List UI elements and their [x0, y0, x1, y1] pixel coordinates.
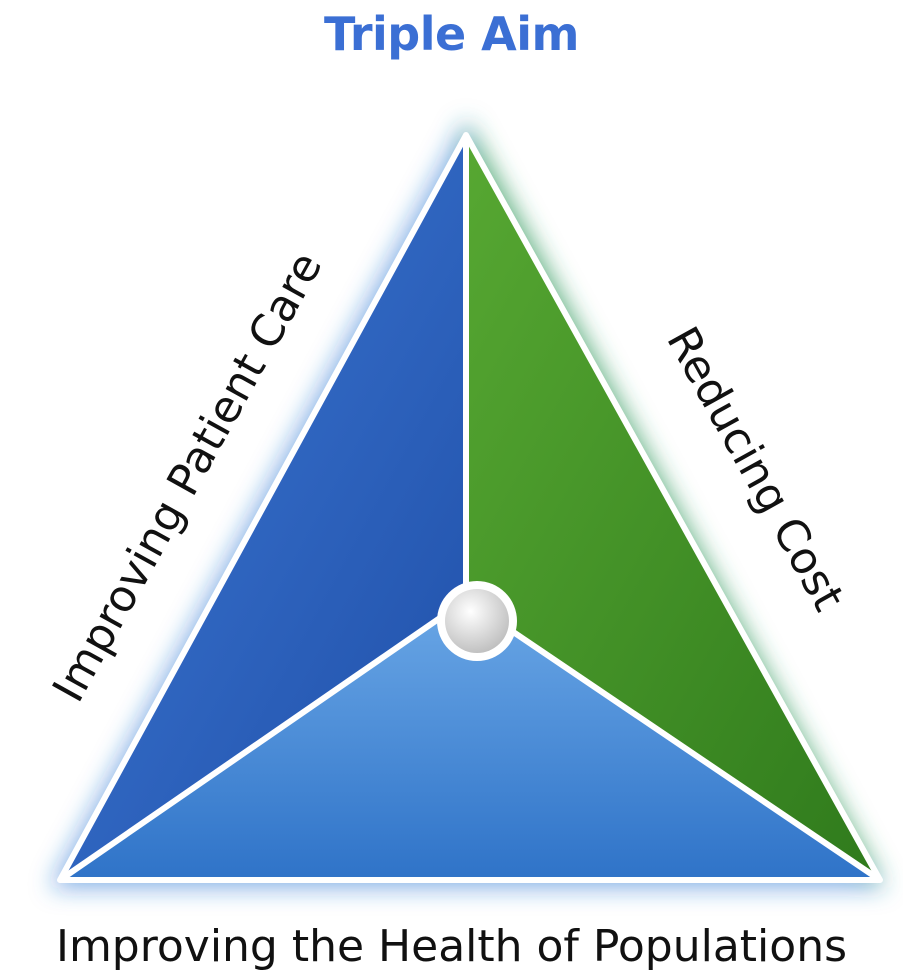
center-circle-inner	[445, 589, 509, 653]
segment-population-health	[60, 600, 880, 880]
triangle-outline	[57, 132, 883, 883]
divider-right	[464, 597, 882, 883]
label-improving-health-populations: Improving the Health of Populations	[55, 921, 848, 972]
page-title: Triple Aim	[324, 7, 580, 61]
divider-left	[58, 597, 468, 883]
